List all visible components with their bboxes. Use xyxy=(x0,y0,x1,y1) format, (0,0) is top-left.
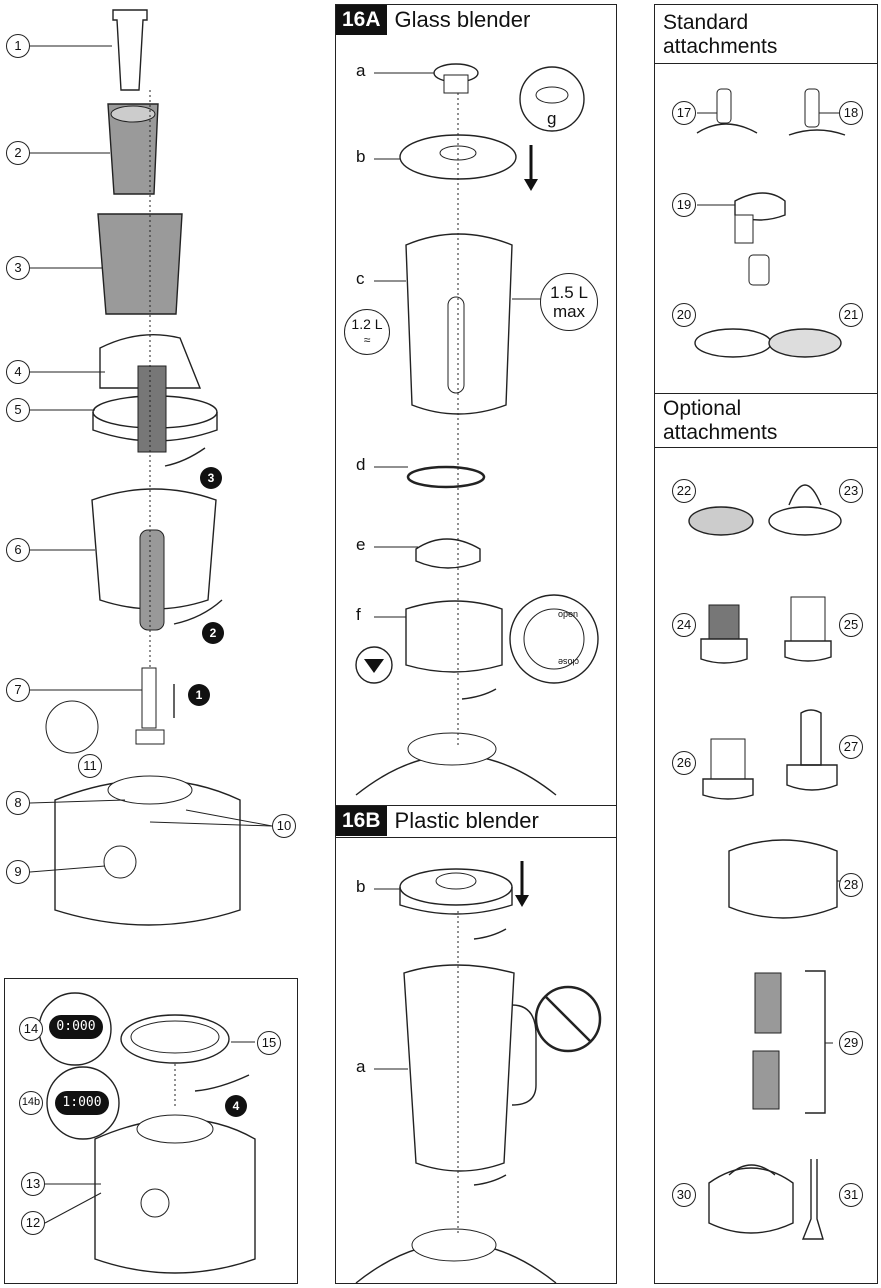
section-divider xyxy=(336,805,616,806)
plastic-header-rule xyxy=(336,837,616,838)
step-2-badge: 2 xyxy=(202,622,224,644)
capacity-max-text: max xyxy=(552,302,586,321)
callout-1: 1 xyxy=(6,34,30,58)
capacity-hot-value: 1.2 L xyxy=(351,316,383,332)
callout-11: 11 xyxy=(78,754,102,778)
callout-6: 6 xyxy=(6,538,30,562)
glass-label-a: a xyxy=(356,61,366,80)
glass-label-g: g xyxy=(547,109,557,128)
callout-4: 4 xyxy=(6,360,30,384)
ring-label-open: open xyxy=(558,609,579,619)
optional-header-rule xyxy=(655,447,877,448)
glass-blender-header: 16A Glass blender xyxy=(336,5,530,35)
optional-attachments-title: Optional attachments xyxy=(663,397,777,445)
step-1-badge: 1 xyxy=(188,684,210,706)
glass-label-f: f xyxy=(356,605,361,624)
optional-attachments-illustration xyxy=(688,484,845,1240)
glass-blender-id: 16A xyxy=(336,5,387,35)
scale-inset-panel: 0:000 1:000 14 14b 15 13 12 4 xyxy=(4,978,298,1284)
attachments-panel: Standard attachments 17 18 19 20 21 Opti… xyxy=(654,4,878,1284)
glass-blender-illustration xyxy=(355,63,599,796)
glass-label-c: c xyxy=(356,269,365,288)
callout-26: 26 xyxy=(672,751,696,775)
display-14b: 1:000 xyxy=(55,1091,109,1115)
optional-title-line-2: attachments xyxy=(663,421,778,444)
plastic-label-b: b xyxy=(356,877,366,896)
callout-21: 21 xyxy=(839,303,863,327)
callout-9: 9 xyxy=(6,860,30,884)
callout-5: 5 xyxy=(6,398,30,422)
plastic-blender-illustration xyxy=(355,861,602,1284)
callout-14: 14 xyxy=(19,1017,43,1041)
hot-liquid-icon: ≈ xyxy=(363,333,371,347)
callout-14b: 14b xyxy=(19,1091,43,1115)
glass-label-b: b xyxy=(356,147,366,166)
callout-23: 23 xyxy=(839,479,863,503)
glass-label-d: d xyxy=(356,455,366,474)
step-3-badge: 3 xyxy=(200,467,222,489)
standard-title-line-1: Standard xyxy=(663,11,749,34)
callout-31: 31 xyxy=(839,1183,863,1207)
blender-panel: 16A Glass blender a b c d e f g xyxy=(335,4,617,1284)
callout-12: 12 xyxy=(21,1211,45,1235)
callout-29: 29 xyxy=(839,1031,863,1055)
standard-header-rule xyxy=(655,63,877,64)
scale-illustration xyxy=(38,992,256,1274)
glass-blender-title: Glass blender xyxy=(394,7,531,32)
callout-7: 7 xyxy=(6,678,30,702)
callout-2: 2 xyxy=(6,141,30,165)
step-4-badge: 4 xyxy=(225,1095,247,1117)
callout-8: 8 xyxy=(6,791,30,815)
callout-24: 24 xyxy=(672,613,696,637)
capacity-hot-badge: 1.2 L ≈ xyxy=(344,309,390,355)
standard-attachments-illustration xyxy=(694,88,846,358)
capacity-max-value: 1.5 L xyxy=(550,283,588,302)
callout-22: 22 xyxy=(672,479,696,503)
standard-title-line-2: attachments xyxy=(663,35,778,58)
optional-top-rule xyxy=(655,393,877,394)
food-processor-illustration xyxy=(29,9,273,926)
callout-3: 3 xyxy=(6,256,30,280)
callout-18: 18 xyxy=(839,101,863,125)
callout-15: 15 xyxy=(257,1031,281,1055)
ring-label-close: close xyxy=(558,657,580,667)
plastic-blender-header: 16B Plastic blender xyxy=(336,806,539,836)
callout-20: 20 xyxy=(672,303,696,327)
callout-30: 30 xyxy=(672,1183,696,1207)
glass-label-e: e xyxy=(356,535,366,554)
capacity-max-badge: 1.5 L max xyxy=(540,273,598,331)
callout-27: 27 xyxy=(839,735,863,759)
exploded-food-processor-diagram: 1 2 3 4 5 6 7 8 9 10 11 3 2 1 xyxy=(0,0,320,960)
plastic-blender-id: 16B xyxy=(336,806,387,836)
display-14: 0:000 xyxy=(49,1015,103,1039)
callout-25: 25 xyxy=(839,613,863,637)
callout-17: 17 xyxy=(672,101,696,125)
callout-13: 13 xyxy=(21,1172,45,1196)
callout-19: 19 xyxy=(672,193,696,217)
callout-28: 28 xyxy=(839,873,863,897)
callout-10: 10 xyxy=(272,814,296,838)
optional-title-line-1: Optional xyxy=(663,397,742,420)
plastic-label-a: a xyxy=(356,1057,366,1076)
plastic-blender-title: Plastic blender xyxy=(394,808,539,833)
standard-attachments-title: Standard attachments xyxy=(663,11,777,59)
